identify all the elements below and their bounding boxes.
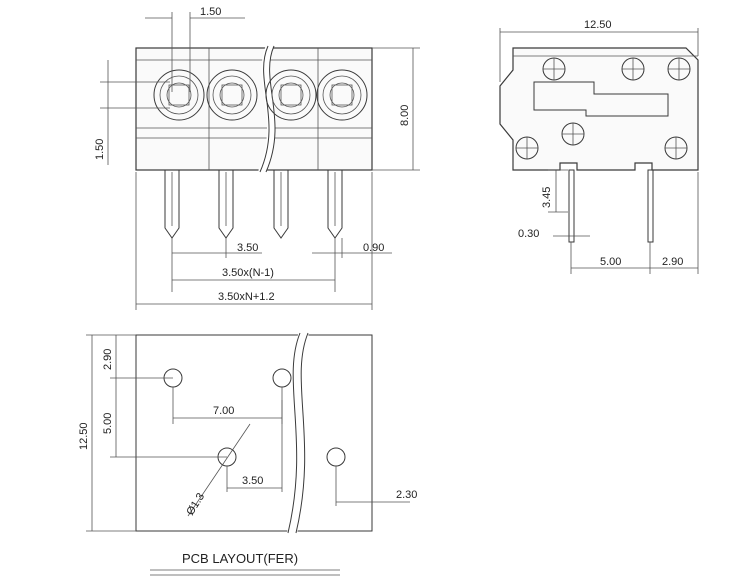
screw-icon bbox=[664, 136, 688, 160]
dim-pin-offset: 2.90 bbox=[662, 256, 683, 268]
side-body bbox=[499, 47, 699, 171]
pcb-outline bbox=[135, 334, 373, 532]
dim-top-offset: 2.90 bbox=[102, 349, 114, 370]
screw-icon bbox=[515, 136, 539, 160]
dim-pitch-n: 3.50x(N-1) bbox=[222, 267, 274, 279]
pcb-hole bbox=[272, 368, 292, 388]
pcb-layout-title: PCB LAYOUT(FER) bbox=[182, 551, 298, 566]
dim-overall-length: 3.50xN+1.2 bbox=[218, 291, 275, 303]
screw-icon bbox=[316, 69, 368, 121]
screw-icon bbox=[667, 57, 691, 81]
pin bbox=[327, 170, 343, 239]
pin bbox=[273, 170, 289, 239]
screw-icon bbox=[621, 57, 645, 81]
dim-row-spacing: 5.00 bbox=[102, 413, 114, 434]
dim-pitch: 3.50 bbox=[242, 475, 263, 487]
pin bbox=[164, 170, 180, 239]
pcb-layout: 2.90 5.00 12.50 7.00 3.50 Ø1.3 2.30 PCB … bbox=[78, 331, 417, 576]
dim-width: 12.50 bbox=[584, 19, 612, 31]
side-view: 12.50 3.45 0.30 5.00 2.90 bbox=[499, 19, 699, 274]
dim-pin-spacing: 5.00 bbox=[600, 256, 621, 268]
screw-icon bbox=[206, 69, 258, 121]
dim-pin-thickness: 0.30 bbox=[518, 228, 539, 240]
dim-edge-offset: 2.30 bbox=[396, 489, 417, 501]
dim-side-left: 1.50 bbox=[94, 139, 106, 160]
screw-icon bbox=[542, 57, 566, 81]
pin bbox=[647, 169, 654, 243]
dim-overall: 12.50 bbox=[78, 422, 90, 450]
dim-hole-diameter: Ø1.3 bbox=[184, 491, 207, 518]
dim-pitch-top: 1.50 bbox=[200, 6, 221, 18]
pin bbox=[218, 170, 234, 239]
screw-icon bbox=[265, 69, 317, 121]
dim-height: 8.00 bbox=[399, 105, 411, 126]
screw-icon bbox=[561, 122, 585, 146]
dim-column-spacing: 7.00 bbox=[213, 405, 234, 417]
front-view: 1.50 8.00 1.50 3.50 0.90 3.50x(N-1) 3.50… bbox=[94, 6, 420, 310]
dim-pin-width: 0.90 bbox=[363, 242, 384, 254]
screw-icon bbox=[153, 69, 205, 121]
pin bbox=[568, 169, 575, 243]
dim-pitch: 3.50 bbox=[237, 242, 258, 254]
terminal-block-body bbox=[135, 47, 373, 171]
pcb-hole bbox=[326, 447, 346, 467]
dim-pin-drop: 3.45 bbox=[541, 187, 553, 208]
